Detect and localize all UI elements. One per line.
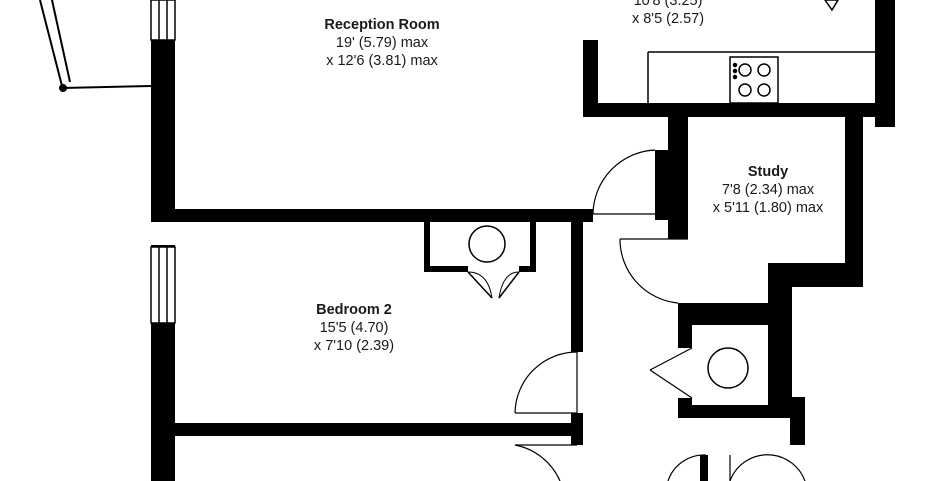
bedroom2-right-wall <box>571 222 583 352</box>
cupboard-walls <box>678 303 792 418</box>
bottom-post <box>700 455 708 481</box>
label-bedroom-2: Bedroom 2 15'5 (4.70) x 7'10 (2.39) <box>314 301 394 355</box>
kitchen-dim1: 10'8 (3.25) <box>633 0 703 9</box>
study-dim2: x 5'11 (1.80) max <box>712 200 824 216</box>
cupboard-door <box>649 347 693 399</box>
study-dim1: 7'8 (2.34) max <box>721 182 815 198</box>
bottom-door <box>514 444 577 481</box>
reception-room-dim2: x 12'6 (3.81) max <box>326 53 438 69</box>
reception-room-name: Reception Room <box>324 17 440 33</box>
cupboard-tank-icon <box>707 347 749 389</box>
right-wall-lower <box>790 397 805 445</box>
bedroom2-bottom-wall <box>175 423 583 436</box>
window-left-upper <box>150 0 176 41</box>
balcony-outline <box>39 0 153 92</box>
bedroom-2-name: Bedroom 2 <box>316 302 392 318</box>
label-kitchen: 10'8 (3.25) x 8'5 (2.57) <box>632 0 704 28</box>
bedroom-2-dim2: x 7'10 (2.39) <box>313 338 395 354</box>
window-left-lower <box>150 246 176 324</box>
left-wall-lower-solid <box>151 323 175 481</box>
study-door <box>619 238 688 304</box>
bedroom2-door <box>514 351 578 414</box>
kitchen-worktop <box>647 51 875 103</box>
kitchen-dim2: x 8'5 (2.57) <box>631 11 705 27</box>
bedroom-2-dim1: 15'5 (4.70) <box>319 320 389 336</box>
study-name: Study <box>747 164 789 180</box>
hob-icon <box>729 56 779 104</box>
reception-door <box>592 149 656 215</box>
kitchen-walls <box>583 0 895 127</box>
reception-bedroom-wall <box>151 209 593 222</box>
kitchen-top-shape <box>824 0 839 12</box>
bottom-doors <box>667 454 806 481</box>
reception-room-dim1: 19' (5.79) max <box>335 35 429 51</box>
label-study: Study 7'8 (2.34) max x 5'11 (1.80) max <box>713 163 824 217</box>
wardrobe-tank-icon <box>468 225 506 263</box>
study-walls <box>655 117 863 303</box>
bottom-wall-stub <box>571 423 583 445</box>
label-reception-room: Reception Room 19' (5.79) max x 12'6 (3.… <box>324 16 439 70</box>
wardrobe <box>424 222 536 299</box>
